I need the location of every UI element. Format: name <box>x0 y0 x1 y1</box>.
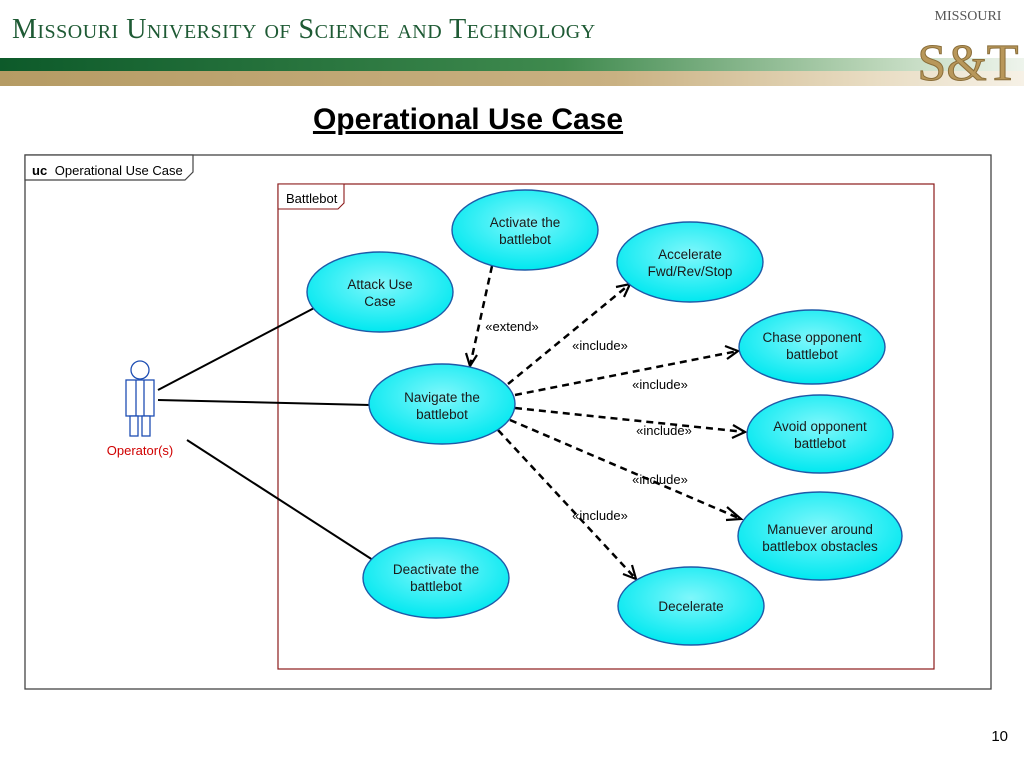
use-case-avoid-line2: battlebot <box>794 436 846 451</box>
use-case-navigate[interactable]: Navigate the battlebot <box>368 363 516 445</box>
use-case-activate-line2: battlebot <box>499 232 551 247</box>
use-case-decelerate-line1: Decelerate <box>658 599 723 614</box>
frame-keyword: uc <box>32 163 47 178</box>
stereotype-include-avoid: «include» <box>636 423 692 438</box>
stereotype-include-accelerate: «include» <box>572 338 628 353</box>
frame-name: Operational Use Case <box>55 163 183 178</box>
svg-text:uc Operational Use Case: uc Operational Use Case <box>32 163 183 178</box>
include-line-decelerate <box>497 429 637 580</box>
use-case-deactivate[interactable]: Deactivate the battlebot <box>362 537 510 619</box>
header-band-gold <box>0 71 1024 86</box>
use-case-attack-line2: Case <box>364 294 396 309</box>
use-case-navigate-line1: Navigate the <box>404 390 480 405</box>
use-case-chase-line2: battlebot <box>786 347 838 362</box>
stereotype-include-chase: «include» <box>632 377 688 392</box>
include-arrowhead-decelerate <box>622 564 638 581</box>
include-line-accelerate <box>507 283 631 385</box>
use-case-maneuver[interactable]: Manuever around battlebox obstacles <box>737 491 903 581</box>
use-case-decelerate[interactable]: Decelerate <box>617 566 765 646</box>
include-arrowhead-maneuver <box>725 506 744 522</box>
use-case-attack-line1: Attack Use <box>347 277 412 292</box>
actor-operator[interactable] <box>125 360 155 437</box>
include-line-avoid <box>514 406 746 434</box>
use-case-maneuver-line1: Manuever around <box>767 522 873 537</box>
extend-arrowhead <box>464 352 478 369</box>
slide-number: 10 <box>991 728 1008 745</box>
association-deactivate <box>186 439 377 563</box>
include-line-chase <box>514 349 739 397</box>
header-band-green <box>0 58 1024 71</box>
use-case-navigate-line2: battlebot <box>416 407 468 422</box>
frame-tab <box>24 154 194 181</box>
use-case-deactivate-line1: Deactivate the <box>393 562 479 577</box>
use-case-activate-line1: Activate the <box>490 215 561 230</box>
university-title: Missouri University of Science and Techn… <box>12 14 596 45</box>
slide-title: Operational Use Case <box>312 103 624 136</box>
include-arrowhead-avoid <box>731 424 748 439</box>
logo-line-2: S&T <box>917 35 1018 86</box>
stereotype-include-decelerate: «include» <box>572 508 628 523</box>
boundary-label: Battlebot <box>286 191 338 206</box>
stereotype-include-maneuver: «include» <box>632 472 688 487</box>
stereotype-extend: «extend» <box>485 319 539 334</box>
use-case-activate[interactable]: Activate the battlebot <box>451 189 599 271</box>
use-case-deactivate-line2: battlebot <box>410 579 462 594</box>
actor-label: Operator(s) <box>107 443 173 458</box>
use-case-maneuver-line2: battlebox obstacles <box>762 539 878 554</box>
association-attack <box>157 305 319 391</box>
use-case-avoid-line1: Avoid opponent <box>773 419 867 434</box>
university-logo: MISSOURI S&T <box>917 9 1019 86</box>
use-case-avoid[interactable]: Avoid opponent battlebot <box>746 394 894 474</box>
include-arrowhead-chase <box>724 344 741 360</box>
boundary-tab <box>277 183 345 210</box>
association-navigate <box>157 399 371 406</box>
include-line-maneuver <box>509 418 742 521</box>
system-boundary <box>277 183 935 670</box>
use-case-chase-line1: Chase opponent <box>762 330 861 345</box>
logo-line-1: MISSOURI <box>935 9 1002 24</box>
use-case-accelerate[interactable]: Accelerate Fwd/Rev/Stop <box>616 221 764 303</box>
use-case-chase[interactable]: Chase opponent battlebot <box>738 309 886 385</box>
use-case-attack[interactable]: Attack Use Case <box>306 251 454 333</box>
use-case-accelerate-line2: Fwd/Rev/Stop <box>648 264 733 279</box>
extend-line <box>468 265 494 367</box>
use-case-accelerate-line1: Accelerate <box>658 247 722 262</box>
